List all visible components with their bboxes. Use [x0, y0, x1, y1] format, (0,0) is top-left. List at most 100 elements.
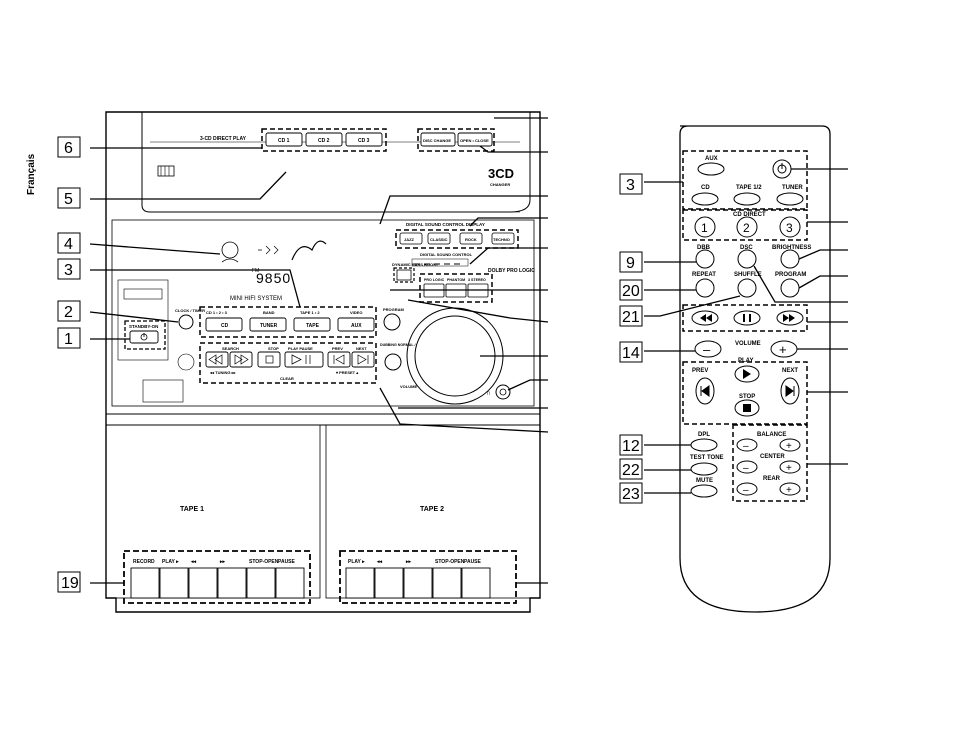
remote-pause-button[interactable]	[733, 310, 761, 326]
dsc-rock-button[interactable]: ROCK	[459, 232, 483, 245]
clear-label: CLEAR	[280, 376, 294, 381]
remote-center-minus[interactable]: –	[736, 460, 758, 474]
callout-remote-12: 12	[619, 434, 643, 456]
stop-label: STOP	[268, 346, 279, 351]
callout-number: 1	[64, 331, 73, 348]
remote-next-button[interactable]	[780, 377, 800, 405]
disc-change-button[interactable]: DISC CHANGE	[420, 132, 456, 147]
remote-volume-up-button[interactable]: +	[770, 340, 798, 358]
preset-label: ▾ PRESET ▴	[335, 370, 359, 375]
deck1-key-label: ▸▸	[219, 559, 226, 565]
tuner-source-button[interactable]: TUNER	[249, 317, 287, 332]
callout-number: 4	[64, 236, 73, 253]
deck2-key-label: PAUSE	[464, 559, 482, 565]
display-area: FM 9850 MINI HIFI SYSTEM	[221, 240, 327, 302]
deck1-key[interactable]	[217, 567, 247, 599]
deck1-key[interactable]	[188, 567, 218, 599]
deck2-key-label: ◂◂	[376, 559, 383, 565]
deck2-key[interactable]	[432, 567, 462, 599]
remote-repeat-button[interactable]	[695, 278, 715, 298]
deck1-key[interactable]	[130, 567, 160, 599]
remote-volume-down-button[interactable]: –	[694, 340, 722, 358]
remote-rear-plus[interactable]: +	[779, 482, 801, 496]
remote-shuffle-label: SHUFFLE	[734, 272, 762, 278]
remote-leader-lines	[644, 168, 848, 494]
dsc-techno-button[interactable]: TECHNO	[491, 232, 515, 245]
cd-source-button[interactable]: CD	[205, 317, 243, 332]
remote-dsc-button[interactable]	[737, 249, 757, 269]
deck2-key[interactable]	[461, 567, 491, 599]
deck1-key-label: STOP-OPEN	[249, 559, 279, 565]
callout-19: 19	[57, 571, 81, 593]
dsc-classic-button[interactable]: CLASSIC	[427, 232, 451, 245]
deck1-key-label: ◂◂	[190, 559, 197, 565]
search-fwd-button[interactable]	[229, 351, 253, 368]
remote-num1-button[interactable]: 1	[694, 216, 716, 238]
cd3-button[interactable]: CD 3	[345, 132, 383, 147]
remote-num2-button[interactable]: 2	[736, 216, 758, 238]
remote-center-minus-label: –	[743, 463, 749, 474]
deck2-key[interactable]	[374, 567, 404, 599]
source-cd-label: CD 1 • 2 • 3	[206, 310, 228, 315]
open-close-button[interactable]: OPEN • CLOSE	[457, 132, 493, 147]
remote-test-tone-button[interactable]	[690, 462, 718, 476]
standby-button[interactable]	[129, 330, 159, 344]
remote-prev-button[interactable]	[695, 377, 715, 405]
remote-rewind-button[interactable]	[691, 310, 719, 326]
deck1-key[interactable]	[246, 567, 276, 599]
dubbing-button[interactable]	[384, 353, 402, 371]
headphone-jack[interactable]: ∩	[486, 384, 511, 400]
remote-dpl-button[interactable]	[690, 438, 718, 452]
stop-button[interactable]	[257, 351, 281, 368]
cd2-button[interactable]: CD 2	[305, 132, 343, 147]
cd1-button[interactable]: CD 1	[265, 132, 303, 147]
callout-number: 14	[622, 345, 640, 362]
dsc-techno-label: TECHNO	[493, 237, 510, 242]
next-button[interactable]	[351, 351, 375, 368]
remote-stop-button[interactable]	[734, 399, 760, 417]
deck1-key[interactable]	[159, 567, 189, 599]
remote-center-plus[interactable]: +	[779, 460, 801, 474]
remote-cd-direct-label: CD DIRECT	[733, 212, 766, 218]
play-pause-icon	[291, 354, 311, 365]
deck1-key[interactable]	[275, 567, 305, 599]
remote-standby-button[interactable]	[772, 159, 792, 179]
remote-ffwd-button[interactable]	[776, 310, 804, 326]
remote-rear-minus[interactable]: –	[736, 482, 758, 496]
callout-remote-20: 20	[619, 279, 643, 301]
program-button[interactable]	[383, 313, 401, 331]
dsc-jazz-label: JAZZ	[404, 237, 415, 242]
remote-brightness-button[interactable]	[780, 249, 800, 269]
remote-balance-plus[interactable]: +	[779, 438, 801, 452]
remote-num3-button[interactable]: 3	[779, 216, 801, 238]
remote-balance-minus[interactable]: –	[736, 438, 758, 452]
clock-timer-button[interactable]	[178, 314, 194, 330]
remote-tuner-button[interactable]	[776, 192, 804, 206]
deck2-key[interactable]	[403, 567, 433, 599]
remote-dbb-button[interactable]	[695, 249, 715, 269]
remote-play-button[interactable]	[734, 365, 760, 383]
prev-button[interactable]	[327, 351, 351, 368]
remote-balance-label: BALANCE	[757, 432, 786, 438]
deck2-key[interactable]	[345, 567, 375, 599]
leader-lines	[89, 117, 549, 584]
play-pause-button[interactable]	[284, 351, 324, 368]
pro-logic-label: PRO LOGIC	[424, 278, 445, 282]
search-back-button[interactable]	[205, 351, 229, 368]
tape-decks: TAPE 1 TAPE 2	[105, 424, 541, 604]
headphone-icon: ∩	[486, 390, 491, 397]
remote-aux-button[interactable]	[697, 162, 725, 176]
remote-rear-label: REAR	[763, 476, 781, 482]
remote-cd-button[interactable]	[691, 192, 719, 206]
remote-balance-minus-label: –	[743, 441, 749, 452]
deck1-key-label: PAUSE	[278, 559, 296, 565]
tape-source-button[interactable]: TAPE	[293, 317, 331, 332]
remote-program-button[interactable]	[780, 278, 800, 298]
remote-shuffle-button[interactable]	[737, 278, 757, 298]
remote-rear-minus-label: –	[743, 485, 749, 496]
aux-source-button[interactable]: AUX	[337, 317, 375, 332]
remote-mute-button[interactable]	[690, 484, 718, 498]
dsc-jazz-button[interactable]: JAZZ	[399, 232, 423, 245]
remote-tape-button[interactable]	[733, 192, 761, 206]
